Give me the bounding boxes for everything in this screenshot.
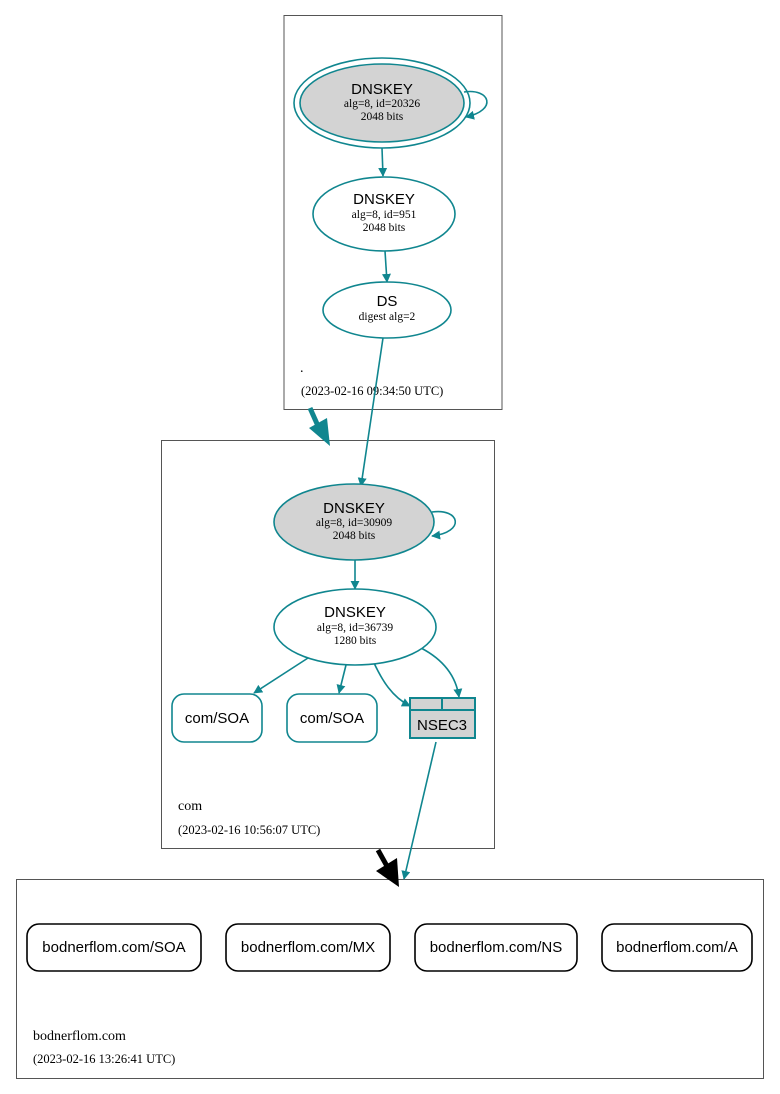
bodnerflom-soa-label: bodnerflom.com/SOA [42, 939, 185, 956]
root-zsk-details: alg=8, id=951 [352, 209, 417, 221]
com-zsk-bits: 1280 bits [334, 635, 377, 647]
bodnerflom-zone-timestamp: (2023-02-16 13:26:41 UTC) [33, 1052, 175, 1066]
bodnerflom-a-node[interactable]: bodnerflom.com/A [601, 923, 753, 972]
ds-to-com-ksk-edge [357, 337, 384, 487]
com-soa-node-1[interactable]: com/SOA [171, 693, 263, 743]
root-ksk-self-edge [463, 90, 488, 120]
com-ksk-details: alg=8, id=30909 [316, 517, 392, 529]
root-ksk-details: alg=8, id=20326 [344, 98, 420, 110]
bodnerflom-zone-name: bodnerflom.com [33, 1029, 126, 1044]
com-ds-node[interactable]: DS digest alg=2 [322, 281, 452, 339]
bodnerflom-zone-box [16, 879, 764, 1079]
com-zsk-to-soa2-edge [336, 664, 347, 694]
root-ksk-type: DNSKEY [351, 81, 413, 98]
root-ksk-to-zsk-edge [378, 147, 388, 177]
com-soa-1-label: com/SOA [185, 710, 249, 727]
ds-details: digest alg=2 [359, 311, 416, 323]
root-zone-timestamp: (2023-02-16 09:34:50 UTC) [301, 384, 443, 398]
root-zone-box [283, 15, 503, 410]
com-ksk-self-edge [431, 510, 457, 540]
bodnerflom-mx-node[interactable]: bodnerflom.com/MX [225, 923, 391, 972]
nsec3-node[interactable]: NSEC3 [409, 697, 476, 739]
root-to-com-delegation-arrow [307, 406, 330, 446]
com-ksk-node[interactable]: DNSKEY alg=8, id=30909 2048 bits [273, 483, 435, 561]
com-soa-2-label: com/SOA [300, 710, 364, 727]
com-ksk-bits: 2048 bits [333, 530, 376, 542]
com-zsk-to-nsec3-edge-a [373, 662, 411, 707]
com-zsk-node[interactable]: DNSKEY alg=8, id=36739 1280 bits [273, 588, 437, 666]
root-ksk-node[interactable]: DNSKEY alg=8, id=20326 2048 bits [293, 57, 471, 149]
com-to-bodnerflom-delegation-arrow [375, 848, 399, 887]
com-zsk-type: DNSKEY [324, 604, 386, 621]
bodnerflom-ns-label: bodnerflom.com/NS [430, 939, 563, 956]
root-zsk-node[interactable]: DNSKEY alg=8, id=951 2048 bits [312, 176, 456, 252]
root-zsk-type: DNSKEY [353, 191, 415, 208]
root-zone-name: . [300, 361, 304, 376]
bodnerflom-ns-node[interactable]: bodnerflom.com/NS [414, 923, 578, 972]
ds-type: DS [377, 293, 398, 310]
com-zone-timestamp: (2023-02-16 10:56:07 UTC) [178, 823, 320, 837]
root-zsk-to-ds-edge [381, 250, 391, 283]
bodnerflom-soa-node[interactable]: bodnerflom.com/SOA [26, 923, 202, 972]
bodnerflom-a-label: bodnerflom.com/A [616, 939, 738, 956]
com-zone-name: com [178, 799, 202, 814]
bodnerflom-mx-label: bodnerflom.com/MX [241, 939, 375, 956]
nsec3-label: NSEC3 [417, 717, 467, 734]
root-ksk-bits: 2048 bits [361, 111, 404, 123]
com-zsk-details: alg=8, id=36739 [317, 622, 393, 634]
root-zsk-bits: 2048 bits [363, 222, 406, 234]
com-zsk-to-soa1-edge [253, 657, 309, 694]
com-ksk-type: DNSKEY [323, 500, 385, 517]
com-soa-node-2[interactable]: com/SOA [286, 693, 378, 743]
com-zsk-to-nsec3-edge-b [420, 647, 463, 698]
nsec3-to-bodnerflom-edge [401, 741, 437, 880]
